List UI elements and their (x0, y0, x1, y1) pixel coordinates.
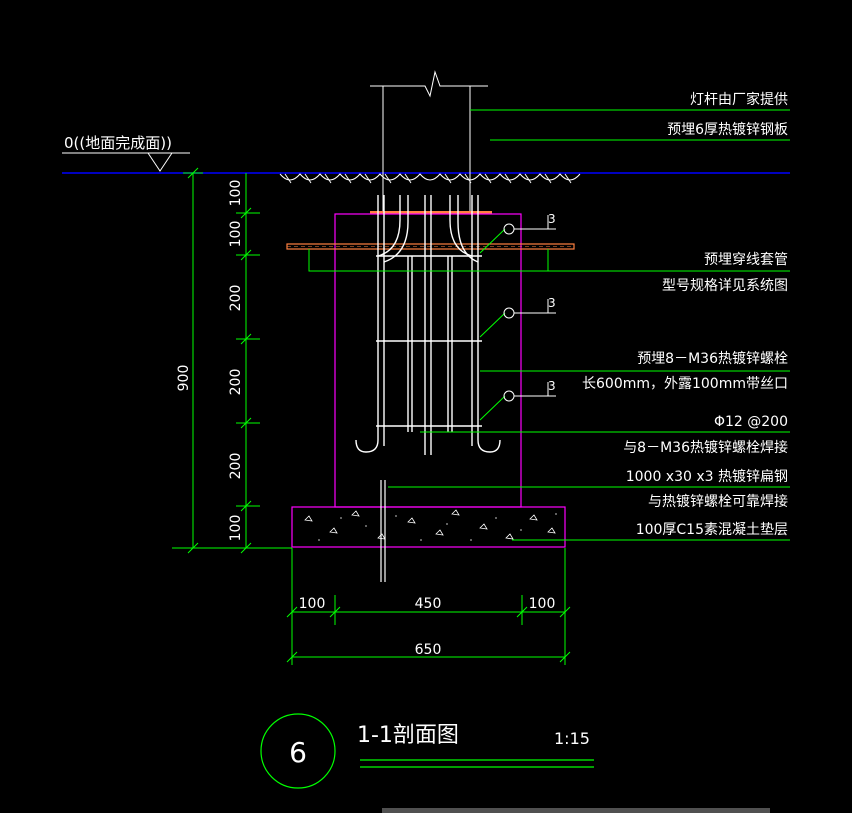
callout-bolt-1: 预埋8－M36热镀锌螺栓 (637, 350, 788, 367)
dim-width-middle: 450 (415, 596, 442, 612)
dim-width-left: 100 (299, 596, 326, 612)
bedding-layer (291, 506, 566, 548)
callout-flat-2: 与热镀锌螺栓可靠焊接 (648, 493, 788, 510)
title-circle (260, 713, 336, 789)
drawing-scale: 1:15 (554, 729, 590, 748)
dim-seg-5: 200 (228, 453, 244, 480)
callout-pole: 灯杆由厂家提供 (690, 91, 788, 108)
callout-sleeve-1: 预埋穿线套管 (704, 252, 788, 268)
light-pole (370, 70, 488, 212)
dim-seg-1: 100 (228, 180, 244, 207)
elevation-label: 0((地面完成面)) (64, 134, 172, 152)
callout-bedding: 100厚C15素混凝土垫层 (636, 522, 788, 538)
dim-seg-2: 100 (228, 221, 244, 248)
marker-3: 3 (548, 379, 556, 393)
dim-seg-4: 200 (228, 369, 244, 396)
dim-seg-6: 100 (228, 515, 244, 542)
vertical-dimension-lines (172, 167, 292, 554)
drawing-number: 6 (289, 736, 307, 769)
callout-bolt-2: 长600mm，外露100mm带丝口 (582, 376, 788, 392)
callout-flat-1: 1000 x30 x3 热镀锌扁钢 (626, 468, 788, 485)
rebar-cage (355, 195, 501, 455)
foundation-body (334, 213, 522, 508)
dim-total-height: 900 (176, 365, 192, 392)
callout-plate: 预埋6厚热镀锌钢板 (667, 121, 788, 138)
horizontal-dimension-lines (286, 548, 571, 665)
marker-1: 3 (548, 212, 556, 226)
callout-stirrup: Φ12 @200 (714, 414, 788, 430)
bedding-hatch (304, 509, 557, 541)
dim-width-total: 650 (415, 642, 442, 658)
callout-weld: 与8－M36热镀锌螺栓焊接 (623, 439, 788, 456)
bottom-bar (382, 808, 770, 813)
dim-width-right: 100 (529, 596, 556, 612)
dim-seg-3: 200 (228, 285, 244, 312)
section-title: 1-1剖面图 (357, 723, 459, 748)
ground-hatch (279, 173, 581, 184)
marker-2: 3 (548, 296, 556, 310)
elevation-marker (62, 152, 190, 172)
callout-sleeve-2: 型号规格详见系统图 (662, 278, 788, 294)
leader-lines (308, 109, 790, 541)
section-markers (503, 215, 556, 402)
